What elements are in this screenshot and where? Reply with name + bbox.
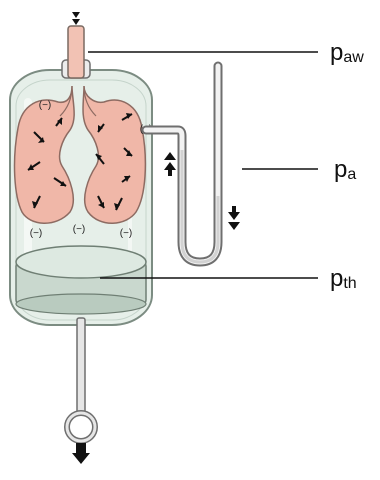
manometer-down-arrow-icon xyxy=(228,206,240,230)
pressure-sign-bottom-right: (−) xyxy=(120,228,133,239)
label-airway-pressure: paw xyxy=(330,39,364,66)
pull-rod xyxy=(77,318,85,414)
manometer-up-arrow-icon xyxy=(164,152,176,176)
airflow-in-arrow-icon xyxy=(72,12,80,25)
label-thoracic-pressure: pth xyxy=(330,265,357,292)
pull-down-arrow-icon xyxy=(72,443,90,464)
diaphragm xyxy=(16,246,146,314)
pressure-sign-top-left: (−) xyxy=(39,100,52,111)
pressure-sign-bottom-left: (−) xyxy=(30,228,43,239)
label-alveolar-pressure: pa xyxy=(334,156,356,183)
trachea-tube xyxy=(68,26,84,78)
pressure-sign-bottom-center: (−) xyxy=(73,224,86,235)
manometer xyxy=(146,66,218,262)
